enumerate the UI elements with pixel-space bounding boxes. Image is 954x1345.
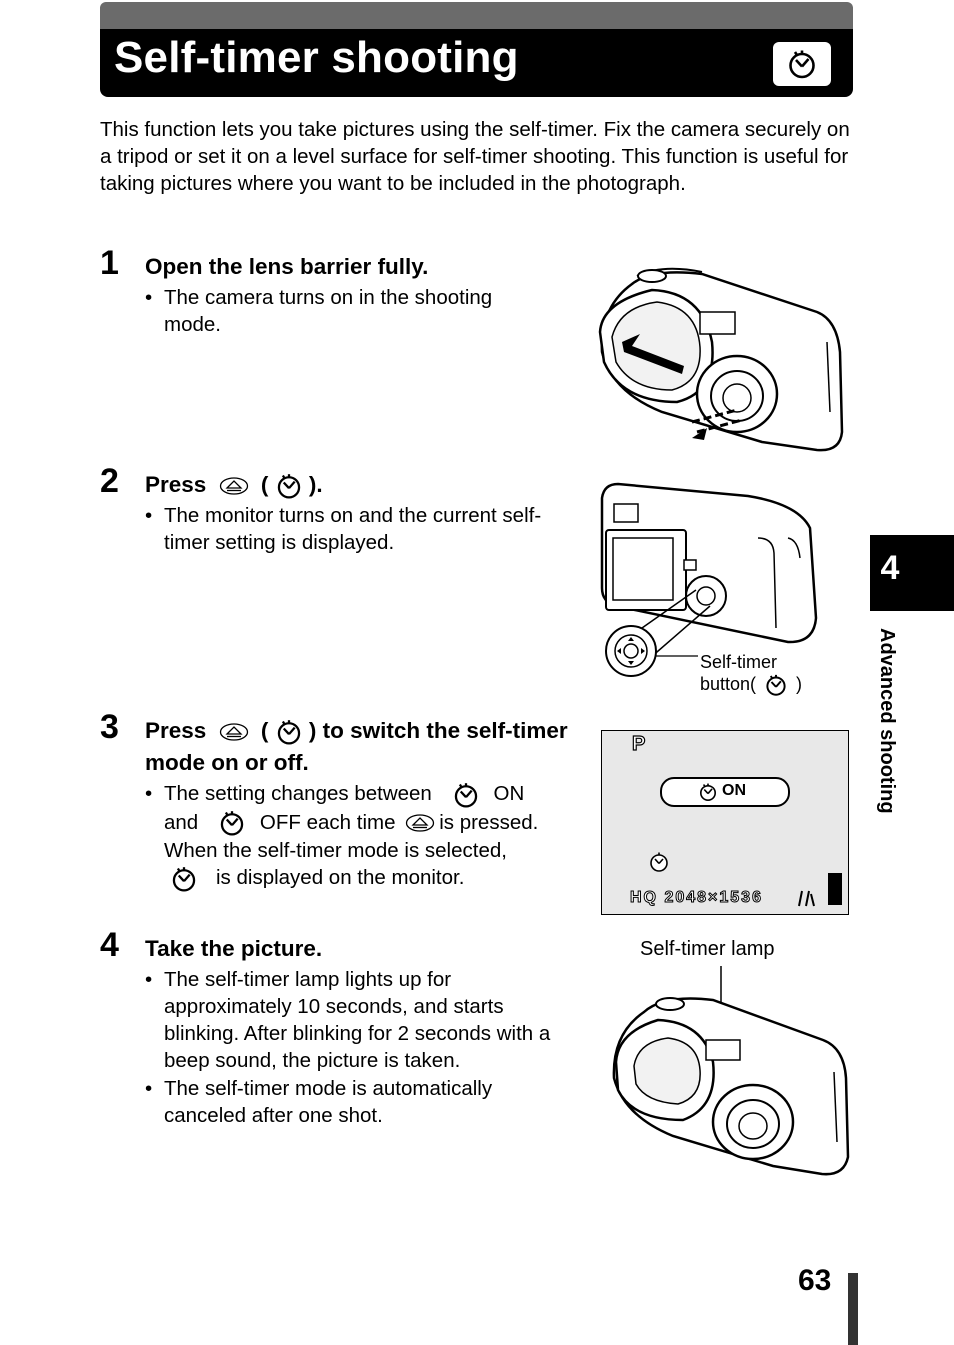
- self-timer-icon: [452, 781, 480, 809]
- self-timer-icon: [773, 42, 831, 86]
- page-title: Self-timer shooting: [114, 33, 519, 82]
- chapter-number: 4: [880, 549, 900, 587]
- step-bullet: •The self-timer mode is automatically ca…: [145, 1077, 493, 1127]
- page-number: 63: [798, 1264, 832, 1297]
- monitor-display: P ON HQ 2048×1536: [601, 730, 849, 915]
- self-timer-icon: [764, 673, 788, 697]
- step-number: 4: [100, 926, 119, 964]
- step-bullet: •The self-timer lamp lights up for appro…: [145, 968, 551, 1072]
- step-number: 2: [100, 462, 119, 500]
- page-number-bar: [848, 1273, 858, 1345]
- intro-paragraph: This function lets you take pictures usi…: [100, 118, 850, 195]
- step-title: Press ( ) to switch the self-timer mode …: [145, 718, 568, 775]
- self-timer-icon: [275, 472, 303, 500]
- camera-front-illustration: [612, 966, 850, 1176]
- step-number: 3: [100, 708, 119, 746]
- step-bullet: •The setting changes between ON and OFF …: [145, 780, 584, 893]
- chapter-label: Advanced shooting: [876, 628, 898, 814]
- step-title: Take the picture.: [145, 936, 323, 961]
- chapter-tab: 4: [870, 535, 954, 611]
- resolution-indicator: HQ 2048×1536: [630, 889, 763, 907]
- header-bar: Self-timer shooting: [100, 29, 853, 97]
- step-title: Press ( ).: [145, 469, 585, 501]
- arrow-pad-up-icon: [219, 722, 249, 742]
- battery-bar: [828, 873, 842, 905]
- step-bullet: •The camera turns on in the shooting mod…: [145, 286, 493, 336]
- step-number: 1: [100, 244, 119, 282]
- self-timer-icon: [650, 852, 668, 872]
- arrow-pad-up-icon: [219, 476, 249, 496]
- camera-back-illustration: [600, 482, 818, 677]
- shooting-mode-indicator: P: [631, 732, 646, 755]
- arrow-pad-up-icon: [405, 813, 435, 833]
- step-bullet: •The monitor turns on and the current se…: [145, 504, 542, 554]
- self-timer-button-caption: Self-timer button(): [700, 651, 802, 697]
- camera-front-open-illustration: [598, 267, 844, 452]
- self-timer-status-box: ON: [660, 777, 790, 807]
- pictures-remaining-icon: [798, 890, 815, 907]
- step-title: Open the lens barrier fully.: [145, 254, 429, 279]
- self-timer-icon: [218, 809, 246, 837]
- self-timer-icon: [698, 782, 718, 802]
- self-timer-icon: [170, 865, 198, 893]
- header-bar-top: [100, 2, 853, 30]
- self-timer-icon: [275, 718, 303, 746]
- self-timer-lamp-caption: Self-timer lamp: [640, 938, 775, 960]
